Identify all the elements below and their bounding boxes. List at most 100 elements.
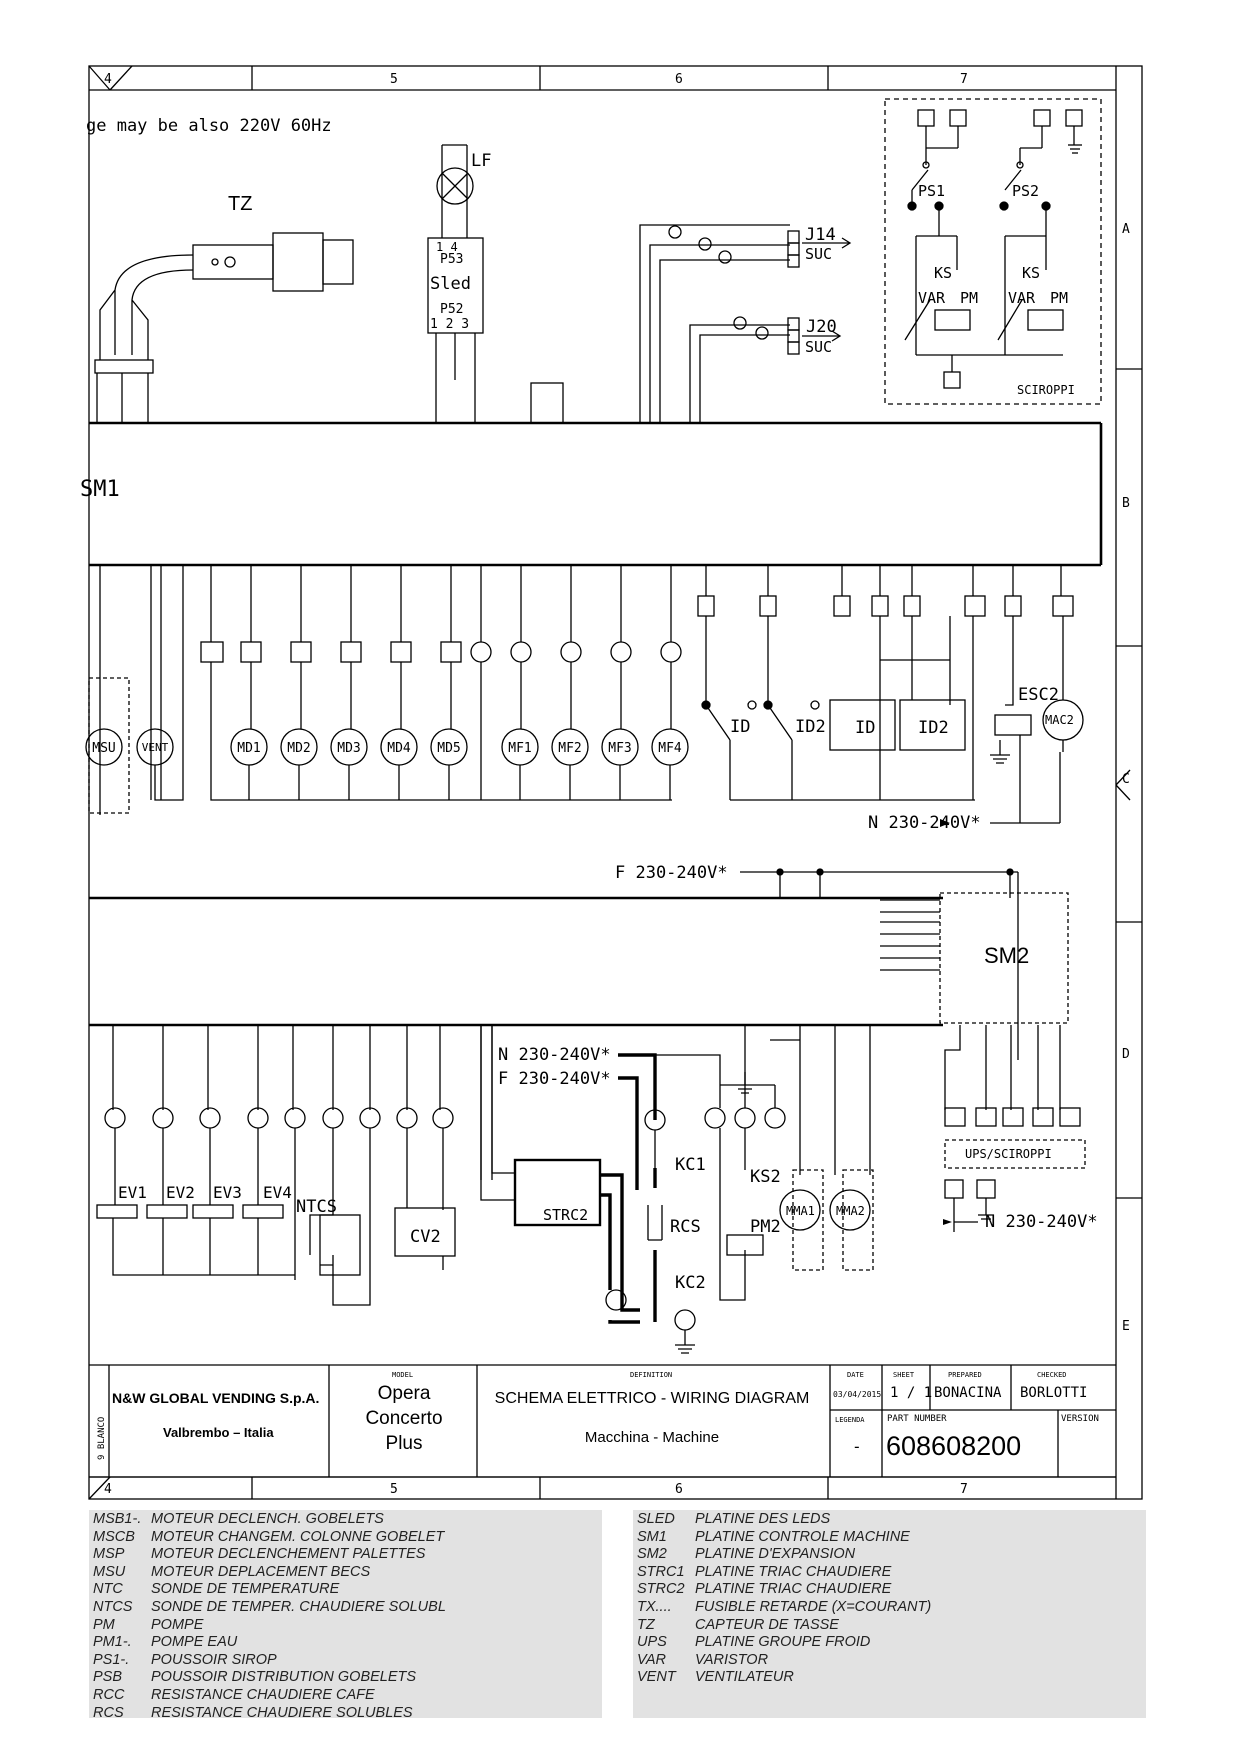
valve-ev1: EV1 (118, 1183, 147, 1202)
legend-desc: RESISTANCE CHAUDIERE CAFE (151, 1686, 375, 1703)
col-6: 6 (675, 72, 683, 87)
legend-row: TX.... FUSIBLE RETARDE (X=COURANT) (637, 1599, 1142, 1617)
part-number: 608608200 (886, 1431, 1021, 1461)
part-label: PART NUMBER (887, 1414, 947, 1424)
id2-board-label: ID2 (918, 718, 949, 738)
legend-row: RCC RESISTANCE CHAUDIERE CAFE (93, 1687, 598, 1705)
sm1-label: SM1 (80, 477, 120, 502)
checked-value: BORLOTTI (1020, 1385, 1087, 1401)
legend-desc: PLATINE TRIAC CHAUDIERE (695, 1563, 892, 1580)
model-label: MODEL (392, 1371, 413, 1379)
ps2-label: PS2 (1012, 182, 1039, 200)
legend-row: MSP MOTEUR DECLENCHEMENT PALETTES (93, 1546, 598, 1564)
legend-code: NTCS (93, 1598, 133, 1615)
legend-desc: FUSIBLE RETARDE (X=COURANT) (695, 1598, 932, 1615)
legend-code: RCC (93, 1686, 125, 1703)
mma2-label: MMA2 (836, 1204, 865, 1218)
legend-desc: PLATINE D'EXPANSION (695, 1546, 856, 1563)
j14-suc: SUC (805, 245, 832, 263)
motor-vent: VENT (142, 741, 169, 754)
legend-code: TZ (637, 1616, 655, 1633)
j14-label: J14 (805, 225, 836, 245)
legend-code: MSCB (93, 1528, 135, 1545)
legend-desc: MOTEUR DECLENCHEMENT PALETTES (151, 1546, 426, 1563)
motor-mf4: MF4 (658, 741, 682, 756)
row-C: C (1122, 772, 1130, 787)
ups-label: UPS/SCIROPPI (965, 1147, 1052, 1161)
legend-desc: POMPE EAU (151, 1634, 238, 1651)
valve-ev3: EV3 (213, 1183, 242, 1202)
kc2-label: KC2 (675, 1273, 706, 1293)
motor-md2: MD2 (287, 741, 310, 756)
legend-desc: SONDE DE TEMPERATURE (151, 1581, 340, 1598)
legend-code: PS1-. (93, 1651, 130, 1668)
mac2-label: MAC2 (1045, 713, 1074, 727)
legend-code: TX.... (637, 1598, 672, 1615)
n-top-label: N 230-240V* (868, 813, 981, 833)
prepared-value: BONACINA (934, 1385, 1002, 1401)
legend-code: SM2 (637, 1546, 667, 1563)
legend-desc: MOTEUR DECLENCH. GOBELETS (151, 1511, 384, 1527)
p53-pins: 1 4 (436, 240, 458, 254)
col-4-bottom: 4 (104, 1482, 112, 1497)
row-E: E (1122, 1319, 1130, 1334)
company-city: Valbrembo – Italia (163, 1425, 274, 1440)
legend-code: NTC (93, 1581, 123, 1598)
checked-label: CHECKED (1037, 1371, 1067, 1379)
ks1-label: KS (934, 264, 952, 282)
legend-code: VENT (637, 1669, 676, 1686)
company-name: N&W GLOBAL VENDING S.p.A. (112, 1390, 319, 1406)
legenda-value: - (852, 1437, 862, 1456)
f-mid2-label: F 230-240V* (498, 1069, 611, 1089)
legend-desc: PLATINE CONTROLE MACHINE (695, 1528, 910, 1545)
sheet-value: 1 / 1 (890, 1385, 932, 1401)
legend-code: STRC2 (637, 1581, 685, 1598)
n-mid-label: N 230-240V* (498, 1045, 611, 1065)
legend-desc: MOTEUR DEPLACEMENT BECS (151, 1563, 371, 1580)
motor-md5: MD5 (437, 741, 460, 756)
machine: Macchina - Machine (585, 1429, 719, 1446)
n-bottom-label: N 230-240V* (985, 1212, 1098, 1232)
var1-label: VAR (918, 289, 946, 307)
p53-label: P53 (440, 252, 463, 267)
col-4: 4 (104, 72, 112, 87)
legend-row: MSU MOTEUR DEPLACEMENT BECS (93, 1564, 598, 1582)
p52-pins: 1 2 3 (430, 317, 469, 332)
version-label: VERSION (1061, 1414, 1099, 1424)
col-7: 7 (960, 72, 968, 87)
lf-label: LF (471, 151, 491, 171)
var2-label: VAR (1008, 289, 1036, 307)
motor-mf2: MF2 (558, 741, 581, 756)
row-D: D (1122, 1047, 1130, 1062)
esc2-label: ESC2 (1018, 685, 1059, 705)
legend-row: NTC SONDE DE TEMPERATURE (93, 1581, 598, 1599)
legend-code: MSP (93, 1546, 125, 1563)
legend-desc: SONDE DE TEMPER. CHAUDIERE SOLUBL (151, 1598, 446, 1615)
motor-mf1: MF1 (508, 741, 531, 756)
legend-code: UPS (637, 1634, 667, 1651)
tz-label: TZ (228, 193, 252, 215)
legend-desc: RESISTANCE CHAUDIERE SOLUBLES (151, 1704, 413, 1721)
legend-code: STRC1 (637, 1563, 685, 1580)
j20-suc: SUC (805, 338, 832, 356)
legend-desc: MOTEUR CHANGEM. COLONNE GOBELET (151, 1528, 445, 1545)
voltage-note: ge may be also 220V 60Hz (86, 116, 332, 136)
legend-row: STRC1 PLATINE TRIAC CHAUDIERE (637, 1564, 1142, 1582)
date-label: DATE (847, 1371, 864, 1379)
legend-code: MSU (93, 1563, 126, 1580)
pm2-label: PM2 (750, 1217, 781, 1237)
legend-code: SM1 (637, 1528, 667, 1545)
legend-code: SLED (637, 1511, 675, 1527)
legend-desc: POUSSOIR SIROP (151, 1651, 277, 1668)
j20-label: J20 (806, 317, 837, 337)
valve-ev4: EV4 (263, 1183, 292, 1202)
motor-md3: MD3 (337, 741, 360, 756)
side-text: 9 BLANCO (97, 1417, 107, 1460)
